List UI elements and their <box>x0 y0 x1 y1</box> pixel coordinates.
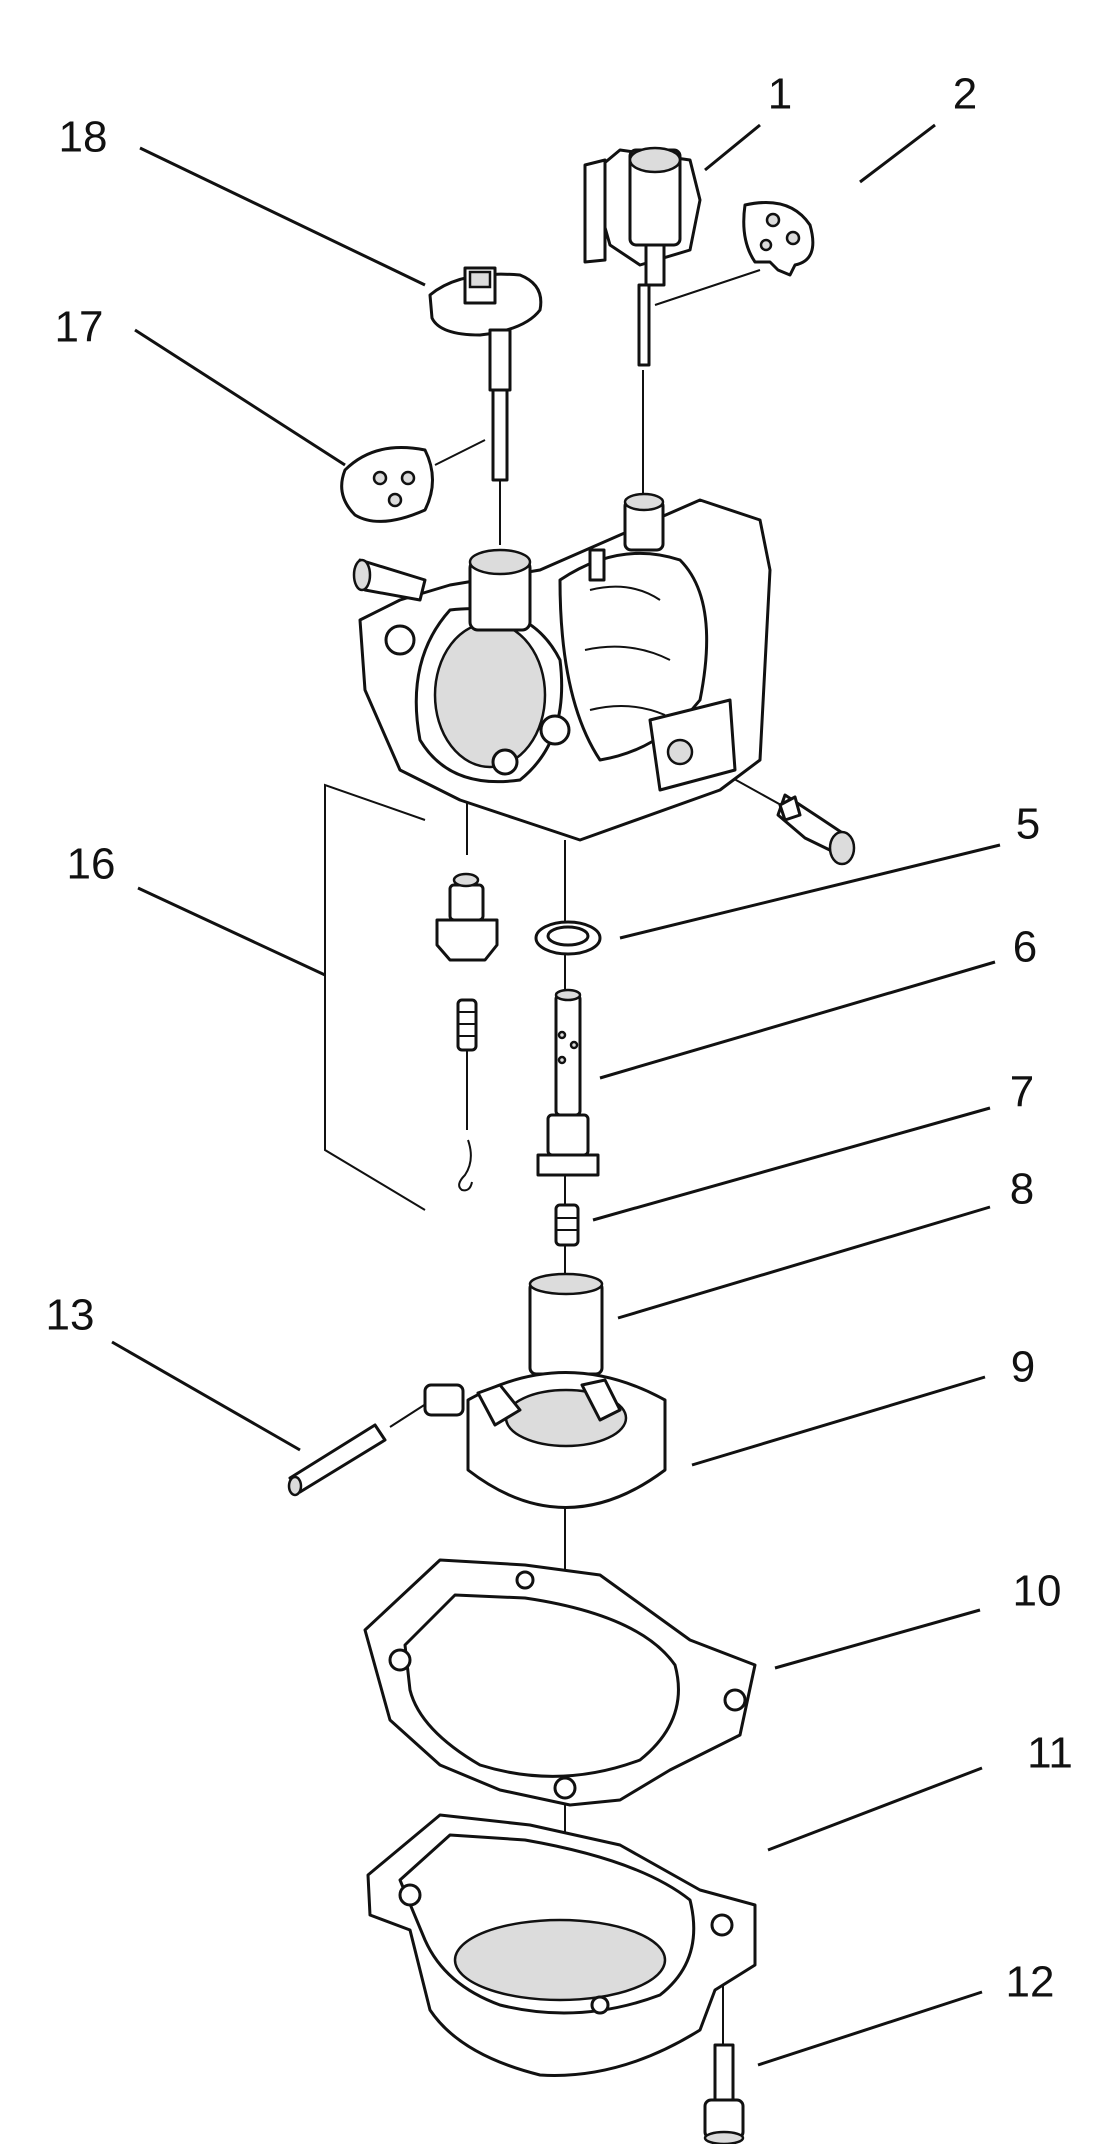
leader-6 <box>599 960 996 1080</box>
axis-plate-2 <box>654 269 761 306</box>
leader-12 <box>757 1990 983 2067</box>
callout-18: 18 <box>59 113 108 162</box>
part-bowl-bolt <box>703 2043 745 2144</box>
leader-9 <box>691 1375 986 1467</box>
callout-9: 9 <box>1011 1343 1035 1392</box>
leader-16 <box>137 886 326 977</box>
leader-7 <box>592 1106 991 1222</box>
part-o-ring <box>534 920 602 956</box>
part-float-bowl <box>366 1813 757 2077</box>
part-choke-shaft <box>428 266 543 482</box>
callout-11: 11 <box>1027 1729 1073 1778</box>
part-float-pin <box>287 1423 387 1497</box>
part-bowl-gasket <box>363 1558 757 1807</box>
part-float-needle-group <box>435 872 499 1192</box>
axis-plate-17 <box>434 439 486 466</box>
part-float-insert <box>423 1371 667 1509</box>
part-choke-plate <box>340 446 434 523</box>
callout-10: 10 <box>1013 1567 1062 1616</box>
leader-17 <box>134 328 346 467</box>
part-float <box>528 1272 604 1376</box>
part-throttle-plate <box>742 201 815 277</box>
leader-2 <box>859 123 936 184</box>
part-carburetor-body <box>352 492 772 842</box>
bracket-16 <box>324 783 426 1211</box>
callout-5: 5 <box>1016 800 1040 849</box>
callout-17: 17 <box>55 303 104 352</box>
callout-13: 13 <box>46 1291 95 1340</box>
leader-18 <box>139 146 426 287</box>
callout-1: 1 <box>768 70 792 119</box>
part-main-jet <box>554 1203 580 1247</box>
leader-11 <box>767 1766 983 1852</box>
leader-5 <box>619 843 1001 940</box>
part-main-nozzle <box>536 988 600 1177</box>
part-throttle-shaft <box>583 146 702 367</box>
callout-8: 8 <box>1010 1165 1034 1214</box>
leader-13 <box>111 1340 301 1452</box>
callout-2: 2 <box>953 70 977 119</box>
callout-6: 6 <box>1013 923 1037 972</box>
callout-12: 12 <box>1006 1958 1055 2007</box>
part-idle-mixture-screw <box>776 793 856 866</box>
leader-10 <box>774 1608 981 1670</box>
leader-1 <box>704 123 761 172</box>
callout-16: 16 <box>67 840 116 889</box>
leader-8 <box>617 1205 991 1320</box>
callout-7: 7 <box>1010 1068 1034 1117</box>
